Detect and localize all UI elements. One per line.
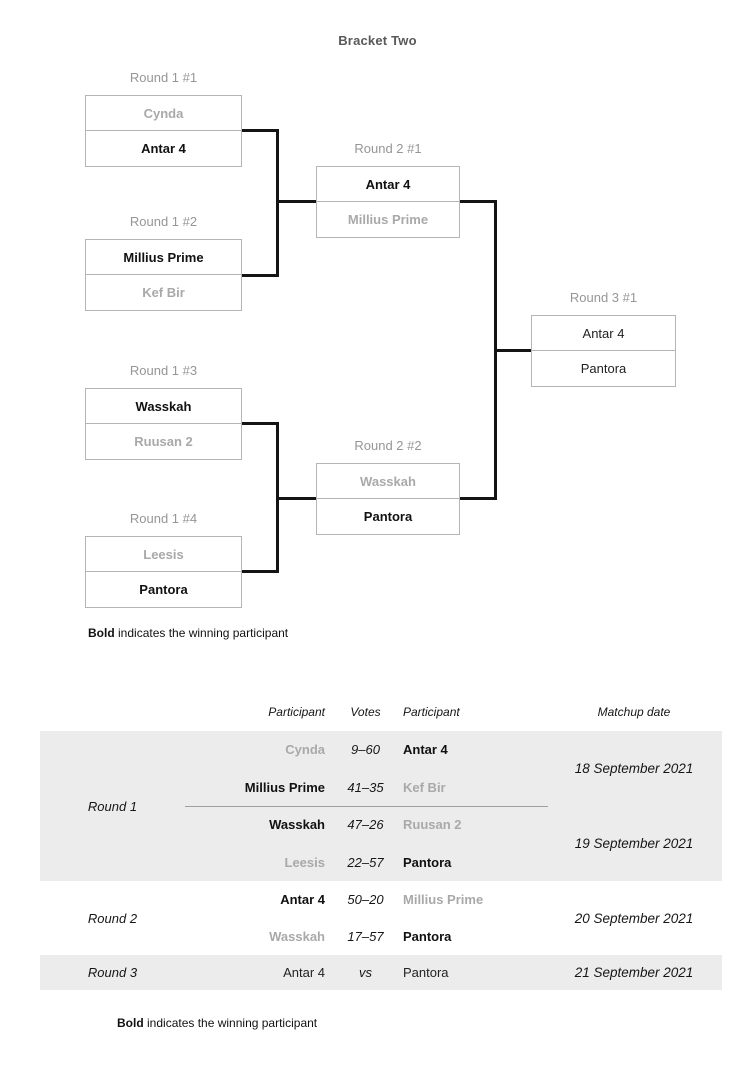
participant-name: Ruusan 2: [134, 434, 193, 449]
participant-cell: Millius Prime: [244, 779, 325, 795]
participant-name: Wasskah: [86, 389, 241, 424]
match-box-round1-3: Wasskah Ruusan 2: [85, 388, 242, 460]
participant-name: Antar 4: [317, 167, 459, 202]
match-label-round1-3: Round 1 #3: [129, 363, 198, 378]
match-box-round1-4: Leesis Pantora: [85, 536, 242, 608]
connector-line: [242, 274, 279, 277]
participant-cell: Kef Bir: [403, 779, 446, 795]
participant-cell: Wasskah: [269, 817, 325, 833]
votes-cell: 50–20: [347, 892, 384, 907]
match-label-round2-2: Round 2 #2: [354, 438, 422, 453]
header-participant-left: Participant: [268, 705, 325, 719]
participant-cell: Wasskah: [269, 929, 325, 944]
votes-cell: 41–35: [347, 779, 384, 795]
connector-line: [497, 349, 531, 352]
table-legend-note: Bold indicates the winning participant: [117, 1016, 317, 1030]
participant-name: Kef Bir: [142, 285, 185, 300]
connector-line: [276, 129, 279, 277]
match-box-round2-1: Antar 4 Millius Prime: [316, 166, 460, 238]
participant-cell: Leesis: [284, 854, 325, 870]
header-votes: Votes: [350, 705, 381, 719]
votes-cell: 47–26: [347, 817, 384, 833]
table-section-round-1: Round 1 Cynda 9–60 Antar 4 Millius Prime…: [40, 731, 722, 881]
matchup-date-cell: 20 September 2021: [574, 910, 694, 926]
connector-line: [242, 129, 279, 132]
header-participant-right: Participant: [403, 705, 460, 719]
participant-cell: Pantora: [403, 854, 452, 870]
match-box-round3-1: Antar 4 Pantora: [531, 315, 676, 387]
connector-line: [276, 422, 279, 573]
connector-line: [279, 200, 316, 203]
participant-name: Antar 4: [141, 141, 186, 156]
table-section-round-3: Round 3 Antar 4 vs Pantora 21 September …: [40, 955, 722, 990]
participant-name: Wasskah: [317, 464, 459, 499]
participant-name: Leesis: [86, 537, 241, 572]
bracket-legend-note: Bold indicates the winning participant: [88, 626, 288, 640]
match-label-round1-2: Round 1 #2: [129, 214, 198, 229]
round-cell: Round 2: [87, 910, 138, 926]
match-box-round2-2: Wasskah Pantora: [316, 463, 460, 535]
table-divider-line: [185, 806, 548, 807]
match-label-round2-1: Round 2 #1: [354, 141, 422, 156]
participant-cell: Antar 4: [280, 892, 325, 907]
participant-name: Antar 4: [532, 316, 675, 351]
matchup-date-cell: 21 September 2021: [574, 965, 694, 980]
participant-name: Pantora: [139, 582, 188, 597]
table-section-round-2: Round 2 Antar 4 50–20 Millius Prime Wass…: [40, 881, 722, 955]
participant-name: Pantora: [363, 509, 413, 524]
round-cell: Round 3: [87, 965, 138, 980]
connector-line: [242, 422, 279, 425]
connector-line: [460, 200, 497, 203]
legend-bold-word: Bold: [117, 1016, 144, 1030]
connector-line: [279, 497, 316, 500]
participant-cell: Cynda: [285, 742, 325, 758]
connector-line: [460, 497, 497, 500]
participant-name: Pantora: [580, 361, 627, 376]
matchup-date-cell: 18 September 2021: [574, 761, 694, 776]
page-title: Bracket Two: [338, 33, 417, 48]
connector-line: [242, 570, 279, 573]
results-table: Participant Votes Participant Matchup da…: [40, 698, 722, 990]
match-label-round3-1: Round 3 #1: [569, 290, 638, 305]
participant-cell: Millius Prime: [403, 892, 484, 907]
votes-cell: 9–60: [351, 742, 380, 758]
participant-name: Cynda: [86, 96, 241, 131]
match-label-round1-1: Round 1 #1: [129, 70, 198, 85]
legend-text: indicates the winning participant: [147, 1016, 318, 1030]
votes-cell: 17–57: [347, 929, 384, 944]
participant-cell: Antar 4: [403, 742, 448, 758]
votes-cell: 22–57: [347, 854, 384, 870]
votes-cell: vs: [359, 965, 372, 980]
participant-name: Millius Prime: [86, 240, 241, 275]
legend-bold-word: Bold: [88, 626, 115, 640]
participant-cell: Pantora: [403, 965, 449, 980]
participant-cell: Antar 4: [283, 965, 325, 980]
participant-name: Millius Prime: [347, 212, 429, 227]
header-matchup-date: Matchup date: [597, 705, 671, 719]
matchup-date-cell: 19 September 2021: [574, 836, 694, 851]
match-box-round1-1: Cynda Antar 4: [85, 95, 242, 167]
participant-cell: Pantora: [403, 929, 452, 944]
connector-line: [494, 200, 497, 500]
legend-text: indicates the winning participant: [118, 626, 289, 640]
match-box-round1-2: Millius Prime Kef Bir: [85, 239, 242, 311]
round-cell: Round 1: [87, 798, 138, 814]
participant-cell: Ruusan 2: [403, 817, 462, 833]
results-table-header: Participant Votes Participant Matchup da…: [40, 698, 722, 726]
match-label-round1-4: Round 1 #4: [129, 511, 198, 526]
